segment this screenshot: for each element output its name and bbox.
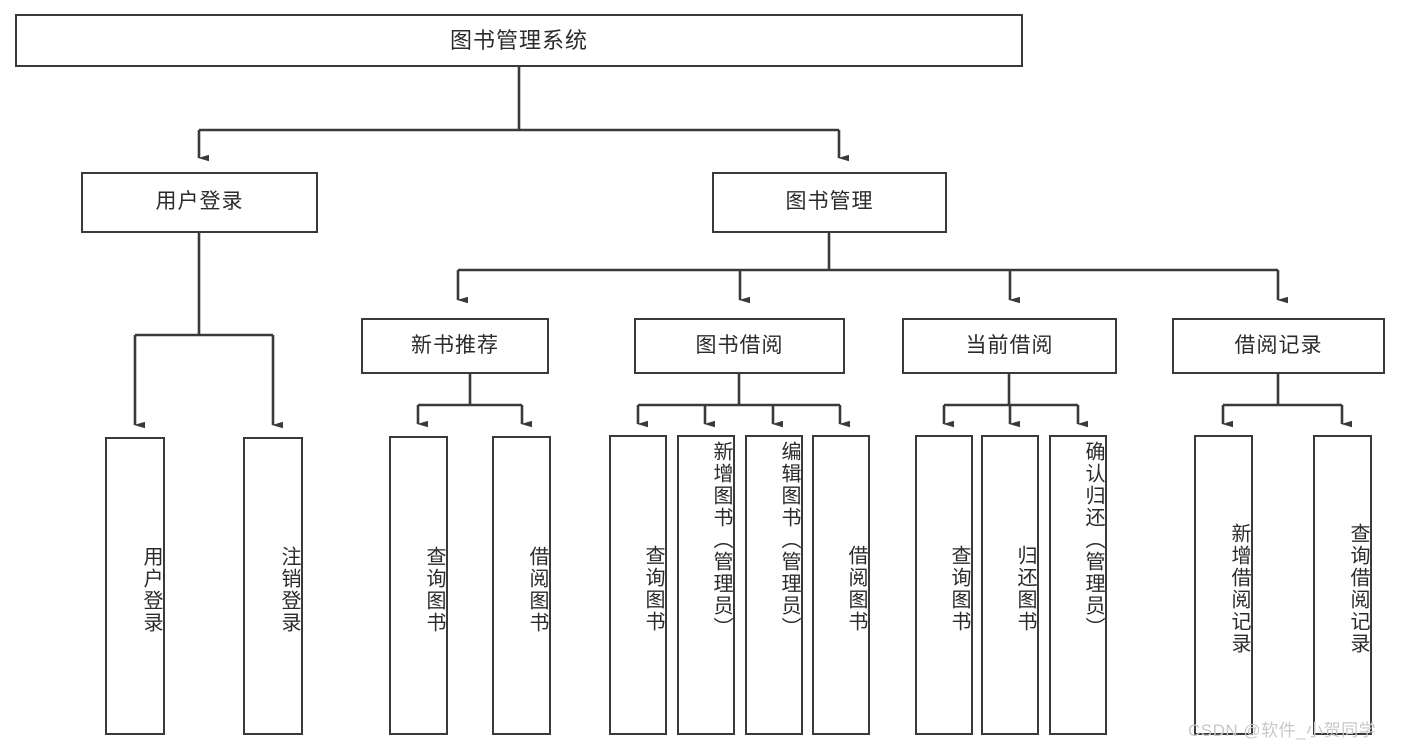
node-label: 注销登录 <box>278 546 300 634</box>
node-label: 归还图书 <box>1014 545 1036 633</box>
leaf-borrow-record-add[interactable]: 新增借阅记录 <box>1194 435 1253 735</box>
leaf-borrow-record-query[interactable]: 查询借阅记录 <box>1313 435 1372 735</box>
leaf-new-book-query[interactable]: 查询图书 <box>389 436 448 735</box>
node-label: 新书推荐 <box>411 333 499 357</box>
node-label: 查询图书 <box>948 545 970 633</box>
node-label: 编辑图书（管理员） <box>778 441 800 639</box>
node-label: 新增图书（管理员） <box>710 441 732 639</box>
node-label: 图书管理系统 <box>449 27 588 53</box>
node-label: 用户登录 <box>155 190 244 214</box>
leaf-book-borrow-add-admin[interactable]: 新增图书（管理员） <box>677 435 735 735</box>
node-current-borrow[interactable]: 当前借阅 <box>902 318 1117 374</box>
node-book-borrow[interactable]: 图书借阅 <box>634 318 845 374</box>
node-label: 借阅记录 <box>1234 333 1323 357</box>
node-user-login[interactable]: 用户登录 <box>81 172 318 233</box>
leaf-book-borrow-borrow[interactable]: 借阅图书 <box>812 435 870 735</box>
node-borrow-record[interactable]: 借阅记录 <box>1172 318 1385 374</box>
node-label: 查询借阅记录 <box>1347 523 1369 655</box>
node-label: 确认归还（管理员） <box>1082 441 1104 639</box>
leaf-current-borrow-return[interactable]: 归还图书 <box>981 435 1039 735</box>
leaf-current-borrow-confirm-return-admin[interactable]: 确认归还（管理员） <box>1049 435 1107 735</box>
node-label: 用户登录 <box>140 546 162 634</box>
node-label: 当前借阅 <box>965 333 1054 357</box>
node-label: 图书借阅 <box>695 333 784 357</box>
leaf-book-borrow-query[interactable]: 查询图书 <box>609 435 667 735</box>
node-book-management[interactable]: 图书管理 <box>712 172 947 233</box>
node-label: 图书管理 <box>785 190 874 214</box>
node-label: 查询图书 <box>642 545 664 633</box>
node-label: 新增借阅记录 <box>1228 523 1250 655</box>
csdn-watermark: CSDN @软件_小贺同学 <box>1188 721 1377 740</box>
leaf-user-login-login[interactable]: 用户登录 <box>105 437 165 735</box>
leaf-current-borrow-query[interactable]: 查询图书 <box>915 435 973 735</box>
node-label: 借阅图书 <box>845 545 867 633</box>
node-label: 查询图书 <box>423 545 445 634</box>
leaf-book-borrow-edit-admin[interactable]: 编辑图书（管理员） <box>745 435 803 735</box>
leaf-new-book-borrow[interactable]: 借阅图书 <box>492 436 551 735</box>
leaf-user-login-logout[interactable]: 注销登录 <box>243 437 303 735</box>
node-root-book-management-system[interactable]: 图书管理系统 <box>15 14 1023 67</box>
node-label: 借阅图书 <box>526 545 548 634</box>
node-new-book-recommend[interactable]: 新书推荐 <box>361 318 549 374</box>
